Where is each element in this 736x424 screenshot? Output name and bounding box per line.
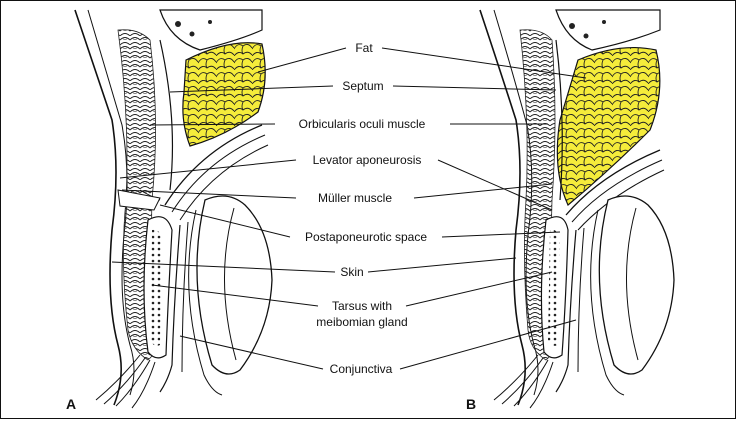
- leader-skin-b: [368, 258, 516, 272]
- label-orbicularis-oculi-muscle: Orbicularis oculi muscle: [299, 117, 426, 131]
- panel-b-drawing: [480, 10, 674, 408]
- panel-a-drawing: [75, 10, 272, 408]
- label-postaponeurotic-space: Postaponeurotic space: [305, 230, 427, 244]
- label-tarsus-line1: Tarsus with: [332, 299, 392, 313]
- label-conjunctiva: Conjunctiva: [330, 362, 393, 376]
- leader-fat-a: [258, 48, 346, 72]
- panel-label-a: A: [66, 396, 76, 412]
- label-fat: Fat: [355, 41, 372, 55]
- label-tarsus-line2: meibomian gland: [316, 315, 407, 329]
- label-muller-muscle: Müller muscle: [318, 191, 392, 205]
- leader-orbicularis-a: [150, 124, 275, 125]
- label-skin: Skin: [340, 265, 363, 279]
- label-levator-aponeurosis: Levator aponeurosis: [313, 153, 422, 167]
- panel-label-b: B: [466, 396, 476, 412]
- leader-fat-b: [382, 48, 586, 78]
- label-septum: Septum: [342, 79, 383, 93]
